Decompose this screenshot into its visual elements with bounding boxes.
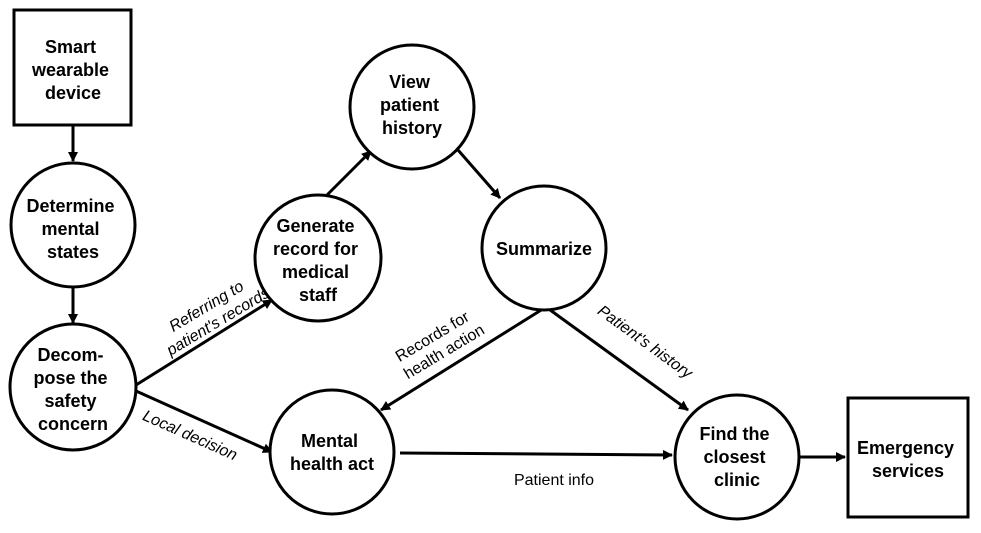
edges <box>68 125 846 462</box>
edge-summarize-to-mental-act <box>380 305 547 412</box>
node-emergency-services: Emergency services <box>846 396 970 519</box>
node-circle <box>480 184 608 312</box>
node-smart-wearable-device: Smart wearable device <box>12 8 133 127</box>
node-label: Summarize <box>496 239 592 259</box>
node-label: Generate record for medical staff <box>273 216 363 305</box>
node-label: Decom- pose the safety concern <box>33 345 112 434</box>
node-circle <box>9 161 137 289</box>
node-box <box>12 8 133 127</box>
node-label: Emergency services <box>857 438 959 481</box>
node-decompose-safety-concern: Decom- pose the safety concern <box>8 322 138 452</box>
node-generate-record: Generate record for medical staff <box>253 193 383 323</box>
node-label: Mental health act <box>290 431 374 474</box>
label-patients-history: Patient's history <box>594 302 696 382</box>
node-label: Smart wearable device <box>31 37 114 103</box>
node-view-patient-history: View patient history <box>348 43 476 171</box>
node-circle <box>8 322 138 452</box>
node-label: View patient history <box>380 72 444 138</box>
node-summarize: Summarize <box>480 184 608 312</box>
node-circle <box>348 43 476 171</box>
edge-view-to-summarize <box>456 149 502 199</box>
node-determine-mental-states: Determine mental states <box>9 161 137 289</box>
node-label: Determine mental states <box>26 196 119 262</box>
edge-mental-act-to-find-clinic <box>399 449 673 460</box>
edge-summarize-to-find-clinic <box>545 305 689 412</box>
node-circle <box>673 393 801 521</box>
label-patient-info: Patient info <box>514 472 594 489</box>
edge-decompose-to-mental-act <box>135 389 273 454</box>
edge-decompose-to-generate <box>135 298 273 387</box>
node-find-closest-clinic: Find the closest clinic <box>673 393 801 521</box>
node-label: Find the closest clinic <box>699 424 774 490</box>
node-box <box>846 396 970 519</box>
node-circle <box>268 388 396 516</box>
label-referring: Referring to patient's records <box>153 268 273 360</box>
edge-generate-to-view <box>320 149 373 202</box>
node-circle <box>253 193 383 323</box>
label-records-health: Records for health action <box>391 305 487 383</box>
node-mental-health-act: Mental health act <box>268 388 396 516</box>
